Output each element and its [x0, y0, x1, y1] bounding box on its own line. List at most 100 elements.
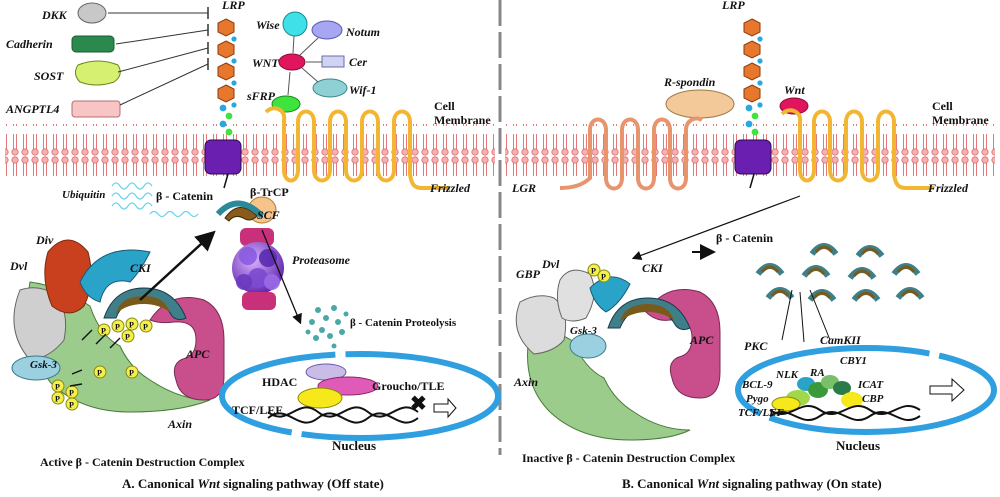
label-proteasome: Proteasome: [292, 253, 351, 267]
lrp-bead: [751, 128, 759, 136]
label-frizzled-a: Frizzled: [429, 181, 471, 195]
dvl-shape-b: [556, 269, 595, 322]
nucleus-b: [735, 345, 997, 435]
label-gsk3-b: Gsk-3: [570, 325, 597, 337]
label-cer: Cer: [349, 55, 367, 69]
gsk3-shape-b: [569, 333, 607, 359]
dna-b: [769, 410, 921, 422]
gsk3-shape-a: [11, 355, 61, 381]
label-gbp: GBP: [516, 267, 541, 281]
phosphate-ball: [93, 365, 107, 379]
phosphate-label: P: [115, 323, 120, 332]
lrp-domain: [743, 18, 761, 37]
lrp-bead: [219, 104, 227, 112]
phosphate-label: P: [129, 369, 134, 378]
lrp-link: [231, 36, 237, 42]
label-nucleus-b: Nucleus: [836, 438, 880, 453]
lrp-receptor-a: LRP: [204, 0, 245, 189]
label-cell-b-2: Membrane: [932, 113, 989, 127]
lgr-receptor: [559, 116, 704, 191]
label-proteolysis: β - Catenin Proteolysis: [350, 317, 457, 329]
caption-b: B. Canonical Wnt signaling pathway (On s…: [622, 476, 882, 491]
phosphate-label: P: [69, 389, 74, 398]
label-wise: Wise: [256, 18, 280, 32]
wise-shape: [282, 11, 308, 37]
lrp-link: [757, 36, 763, 42]
gbp-shape: [515, 295, 567, 355]
phosphate-label: P: [97, 369, 102, 378]
inhibitor-dkk: DKK: [41, 2, 209, 24]
label-axin-b: Axin: [513, 375, 538, 389]
beta-catenin-bound: [224, 207, 258, 222]
caption-a: A. Canonical Wnt signaling pathway (Off …: [122, 476, 384, 491]
lrp-domain: [217, 62, 235, 81]
active-transcription-arrow: [929, 377, 965, 403]
lrp-link: [231, 102, 237, 108]
frizzled-receptor-b: [780, 108, 934, 191]
block-x-mark: ✖: [410, 393, 427, 415]
label-lrp-b: LRP: [721, 0, 745, 12]
label-camkii: CamKII: [820, 333, 862, 347]
label-cki-b: CKI: [642, 261, 664, 275]
label-scf: SCF: [257, 208, 280, 222]
lrp-domain: [743, 84, 761, 103]
label-cell-a-2: Membrane: [434, 113, 491, 127]
phosphate-ball: [587, 263, 601, 277]
blocked-transcription-arrow: [433, 397, 457, 419]
wnt-antagonists: Wise Notum WNT Cer Wif-1 sFRP: [246, 11, 380, 113]
label-notum: Notum: [345, 25, 380, 39]
tcf-shape-a: [297, 387, 343, 409]
label-axin-a: Axin: [167, 417, 192, 431]
label-nucleus-a: Nucleus: [332, 438, 376, 453]
label-btrcp: β-TrCP: [250, 185, 289, 199]
label-tcf-b: TCF/LEF: [738, 407, 785, 419]
label-cki-a: CKI: [130, 261, 152, 275]
label-tcf-a: TCF/LEF: [232, 403, 283, 417]
lrp-domain: [743, 62, 761, 81]
label-bcl9: BCL-9: [741, 379, 773, 391]
phosphate-label: P: [101, 327, 106, 336]
label-div: Div: [35, 233, 54, 247]
proteolysis-fragments: [305, 305, 349, 349]
label-rspondin: R-spondin: [663, 75, 716, 89]
phosphate-label: P: [69, 401, 74, 410]
destruction-complex-b: [515, 269, 721, 441]
phosphate-label: P: [591, 267, 596, 276]
cer-shape: [321, 55, 345, 68]
lrp-bead: [745, 120, 753, 128]
phosphate-group-b: PP: [587, 263, 611, 283]
ubiquitin-chain: [111, 182, 153, 210]
label-hdac: HDAC: [262, 375, 297, 389]
label-wnt-b: Wnt: [784, 83, 805, 97]
label-icat: ICAT: [857, 379, 884, 391]
lrp-receptor-b: LRP: [721, 0, 772, 189]
phosphate-ball: [139, 319, 153, 333]
complex-label-a: Active β - Catenin Destruction Complex: [40, 455, 245, 469]
label-ra: RA: [809, 367, 825, 379]
proteasome-shape: [232, 228, 284, 310]
phosphate-ball: [65, 397, 79, 411]
inhibitor-sost: SOST: [34, 42, 209, 86]
label-pkc: PKC: [744, 339, 768, 353]
phosphate-ball: [111, 319, 125, 333]
lrp-link: [231, 58, 237, 64]
lrp-domain: [217, 84, 235, 103]
phosphate-label: P: [129, 321, 134, 330]
label-beta-catenin-a: β - Catenin: [156, 189, 213, 203]
label-ubiquitin: Ubiquitin: [62, 189, 105, 201]
lrp-bead: [219, 120, 227, 128]
lrp-link: [231, 80, 237, 86]
label-cbp: CBP: [862, 393, 884, 405]
free-beta-catenin-pool: [755, 243, 925, 302]
dna-a: [267, 412, 419, 424]
phosphate-label: P: [601, 273, 606, 282]
lrp-bead: [225, 128, 233, 136]
lrp-transmembrane-a: [204, 139, 242, 175]
label-apc-b: APC: [689, 333, 714, 347]
label-cell-a-1: Cell: [434, 99, 455, 113]
lrp-link: [757, 102, 763, 108]
label-groucho: Groucho/TLE: [372, 379, 444, 393]
lrp-link: [757, 80, 763, 86]
phosphate-label: P: [55, 383, 60, 392]
